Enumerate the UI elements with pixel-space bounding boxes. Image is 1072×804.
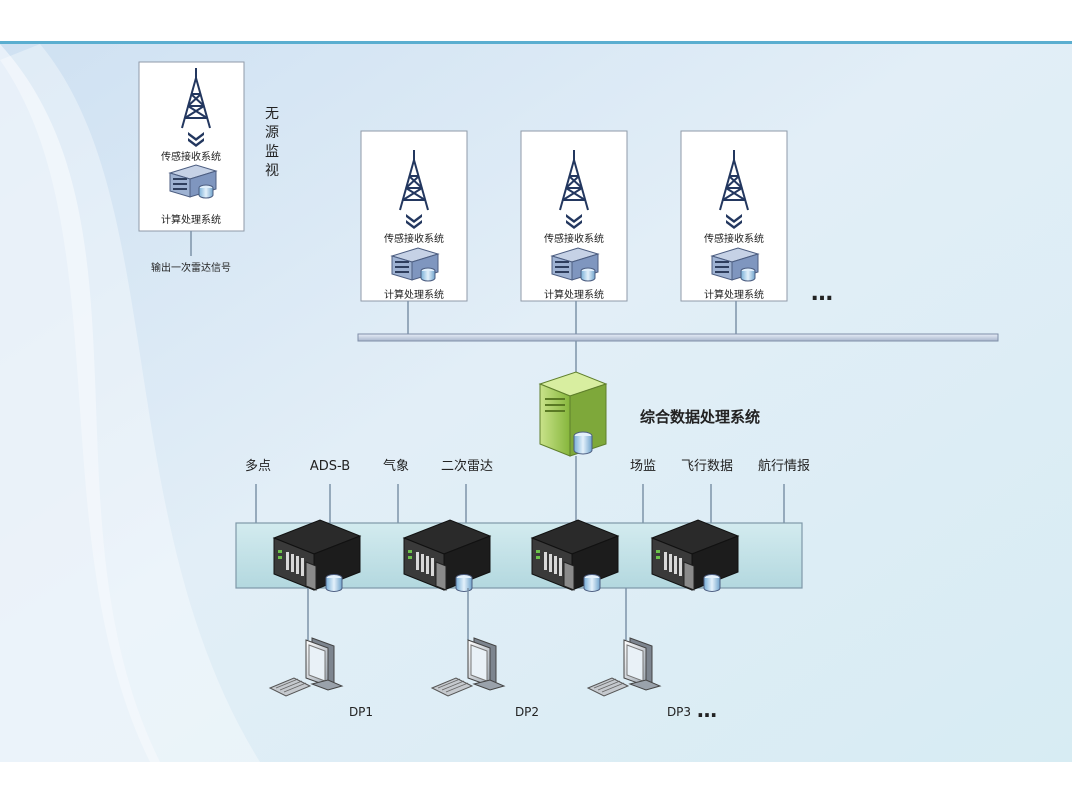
sensor-label: 传感接收系统: [704, 232, 764, 245]
input-label: 气象: [383, 458, 409, 474]
passive-station: 传感接收系统 计算处理系统 输出一次雷达信号 无 源 监 视: [138, 61, 279, 274]
background-swoosh-light: [0, 44, 260, 762]
input-label: 多点: [245, 458, 271, 474]
passive-title-char: 视: [265, 163, 279, 179]
input-label: 飞行数据: [681, 459, 733, 474]
station: 传感接收系统 计算处理系统: [360, 130, 468, 334]
display-label: DP1: [349, 705, 373, 719]
sensor-label: 传感接收系统: [544, 232, 604, 245]
compute-label: 计算处理系统: [704, 288, 764, 301]
displays-more-ellipsis: …: [697, 698, 717, 722]
input-label: ADS-B: [310, 459, 350, 474]
passive-station-card: [138, 61, 245, 232]
passive-title-char: 监: [265, 144, 279, 160]
passive-title-char: 源: [265, 125, 279, 141]
input-label: 航行情报: [758, 458, 810, 474]
central-system-label: 综合数据处理系统: [640, 408, 760, 426]
background-swoosh: [0, 44, 160, 762]
station: 传感接收系统 计算处理系统: [680, 130, 788, 334]
compute-label: 计算处理系统: [384, 288, 444, 301]
input-label: 场监: [630, 459, 656, 474]
compute-label: 计算处理系统: [161, 213, 221, 226]
display-label: DP3: [667, 705, 691, 719]
passive-title-char: 无: [265, 106, 279, 122]
input-label: 二次雷达: [441, 458, 493, 474]
compute-label: 计算处理系统: [544, 288, 604, 301]
stations-more-ellipsis: …: [811, 281, 833, 306]
sensor-label: 传感接收系统: [384, 232, 444, 245]
sensor-label: 传感接收系统: [161, 150, 221, 163]
network-bus: [357, 333, 999, 342]
station: 传感接收系统 计算处理系统: [520, 130, 628, 334]
output-label: 输出一次雷达信号: [151, 261, 231, 274]
central-server: [538, 371, 608, 457]
top-accent-line: [0, 41, 1072, 44]
input-sources: 多点 ADS-B 气象 二次雷达 场监 飞行数据 航行情报: [245, 458, 810, 523]
display-label: DP2: [515, 705, 539, 719]
